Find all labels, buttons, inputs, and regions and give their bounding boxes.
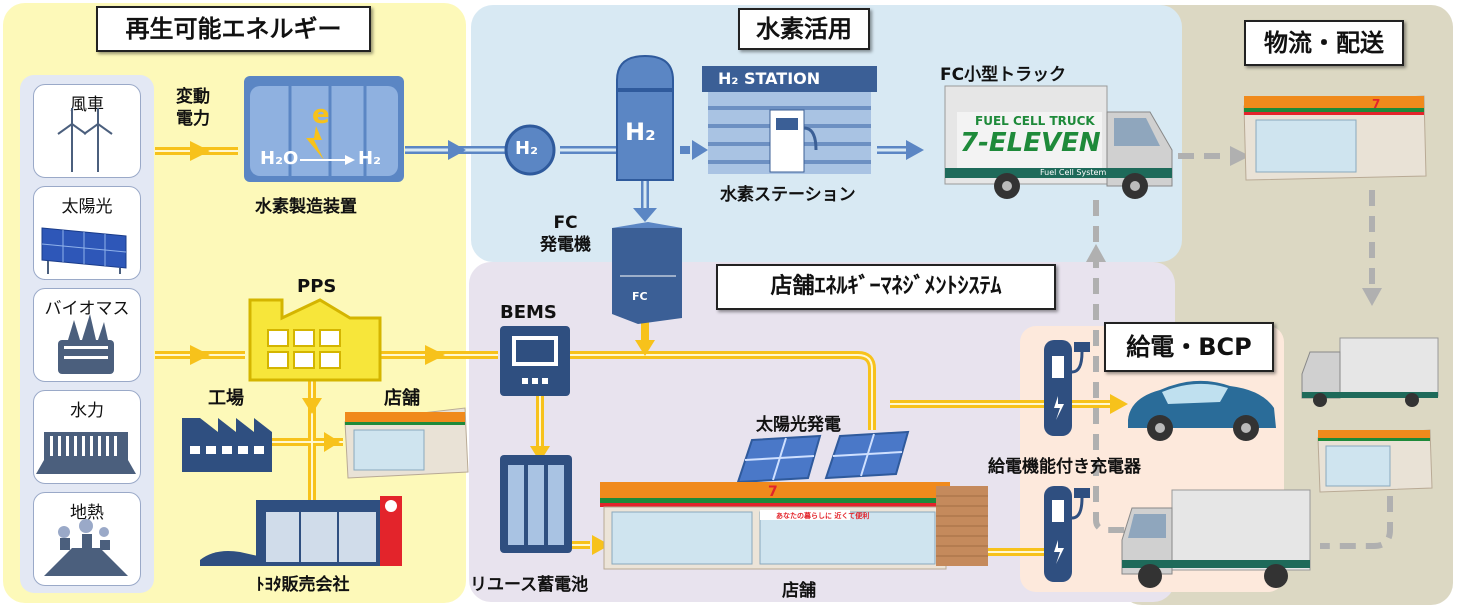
electrolyzer-e-label: e	[312, 100, 330, 130]
small-store-label: 店舗	[384, 388, 420, 409]
fc-unit-label: FC	[632, 290, 648, 303]
source-hydro-label: 水力	[70, 401, 104, 421]
charger-label: 給電機能付き充電器	[988, 457, 1141, 477]
source-solar-label: 太陽光	[61, 197, 113, 217]
h2-station-icon	[702, 66, 877, 174]
electrolyzer-formula-right: H₂	[358, 148, 381, 169]
factory-icon	[182, 418, 272, 472]
variable-power-label: 変動 電力	[176, 87, 210, 129]
h2-tank-icon	[616, 54, 674, 181]
bems-label: BEMS	[500, 302, 557, 323]
main-store-icon: 7	[600, 482, 988, 570]
pps-label: PPS	[297, 276, 337, 297]
electrolyzer-icon	[244, 76, 404, 182]
small-store-icon	[344, 407, 469, 479]
truck-brand-line2: 7-ELEVEN	[960, 128, 1101, 158]
bcp-truck-icon	[1121, 489, 1311, 588]
bems-icon	[500, 326, 570, 396]
electrolyzer-label: 水素製造装置	[255, 197, 357, 217]
solar-panel-label: 太陽光発電	[756, 415, 841, 435]
h2-circle-icon	[504, 124, 556, 176]
pps-building-icon	[248, 298, 382, 382]
reuse-battery-label: リユース蓄電池	[470, 575, 589, 595]
toyota-dealer-icon	[200, 496, 402, 566]
hydrogen-title: 水素活用	[738, 8, 870, 50]
store-solar-panels-icon	[736, 430, 910, 484]
h2-station-sign: H₂ STATION	[718, 69, 821, 88]
source-solar: 太陽光	[33, 186, 141, 280]
charger-bottom-icon	[1044, 486, 1090, 582]
main-store-label: 店舗	[782, 581, 816, 601]
factory-label: 工場	[208, 388, 244, 409]
electric-car-icon	[1128, 380, 1276, 441]
fc-truck-top-icon	[944, 85, 1173, 199]
electrolyzer-formula-left: H₂O	[260, 148, 299, 169]
h2-circle-label: H₂	[515, 138, 538, 159]
svg-text:7: 7	[768, 484, 778, 500]
source-wind: 風車	[33, 84, 141, 178]
logistics-title: 物流・配送	[1244, 20, 1404, 66]
fc-truck-label: FC小型トラック	[940, 65, 1067, 85]
store-banner: あなたの暮らしに 近くて便利	[776, 512, 870, 520]
source-biomass-label: バイオマス	[44, 299, 130, 319]
toyota-dealer-label: ﾄﾖﾀ販売会社	[256, 575, 350, 595]
logistics-route	[1093, 153, 1393, 549]
charger-top-icon	[1044, 340, 1090, 436]
fc-generator-label: FC 発電機	[540, 213, 591, 255]
renewable-title: 再生可能エネルギー	[96, 6, 371, 52]
source-geothermal: 地熱	[33, 492, 141, 586]
logistics-store-icon: 7	[1243, 95, 1427, 181]
source-biomass: バイオマス	[33, 288, 141, 382]
source-geothermal-label: 地熱	[70, 503, 104, 523]
bcp-title: 給電・BCP	[1104, 322, 1274, 372]
fc-generator-icon	[612, 222, 682, 324]
svg-text:7: 7	[1372, 97, 1380, 111]
h2-station-label: 水素ステーション	[720, 185, 856, 205]
source-wind-label: 風車	[70, 95, 104, 115]
reuse-battery-icon	[500, 455, 572, 553]
logistics-truck-icon	[1301, 337, 1439, 407]
truck-brand-line1: FUEL CELL TRUCK	[975, 114, 1095, 128]
logistics-store2-icon	[1317, 429, 1433, 493]
store-ems-title: 店舗ｴﾈﾙｷﾞｰﾏﾈｼﾞﾒﾝﾄｼｽﾃﾑ	[716, 264, 1056, 310]
source-hydro: 水力	[33, 390, 141, 484]
truck-sub-label: Fuel Cell System	[1040, 168, 1107, 177]
h2-tank-label: H₂	[625, 118, 656, 146]
